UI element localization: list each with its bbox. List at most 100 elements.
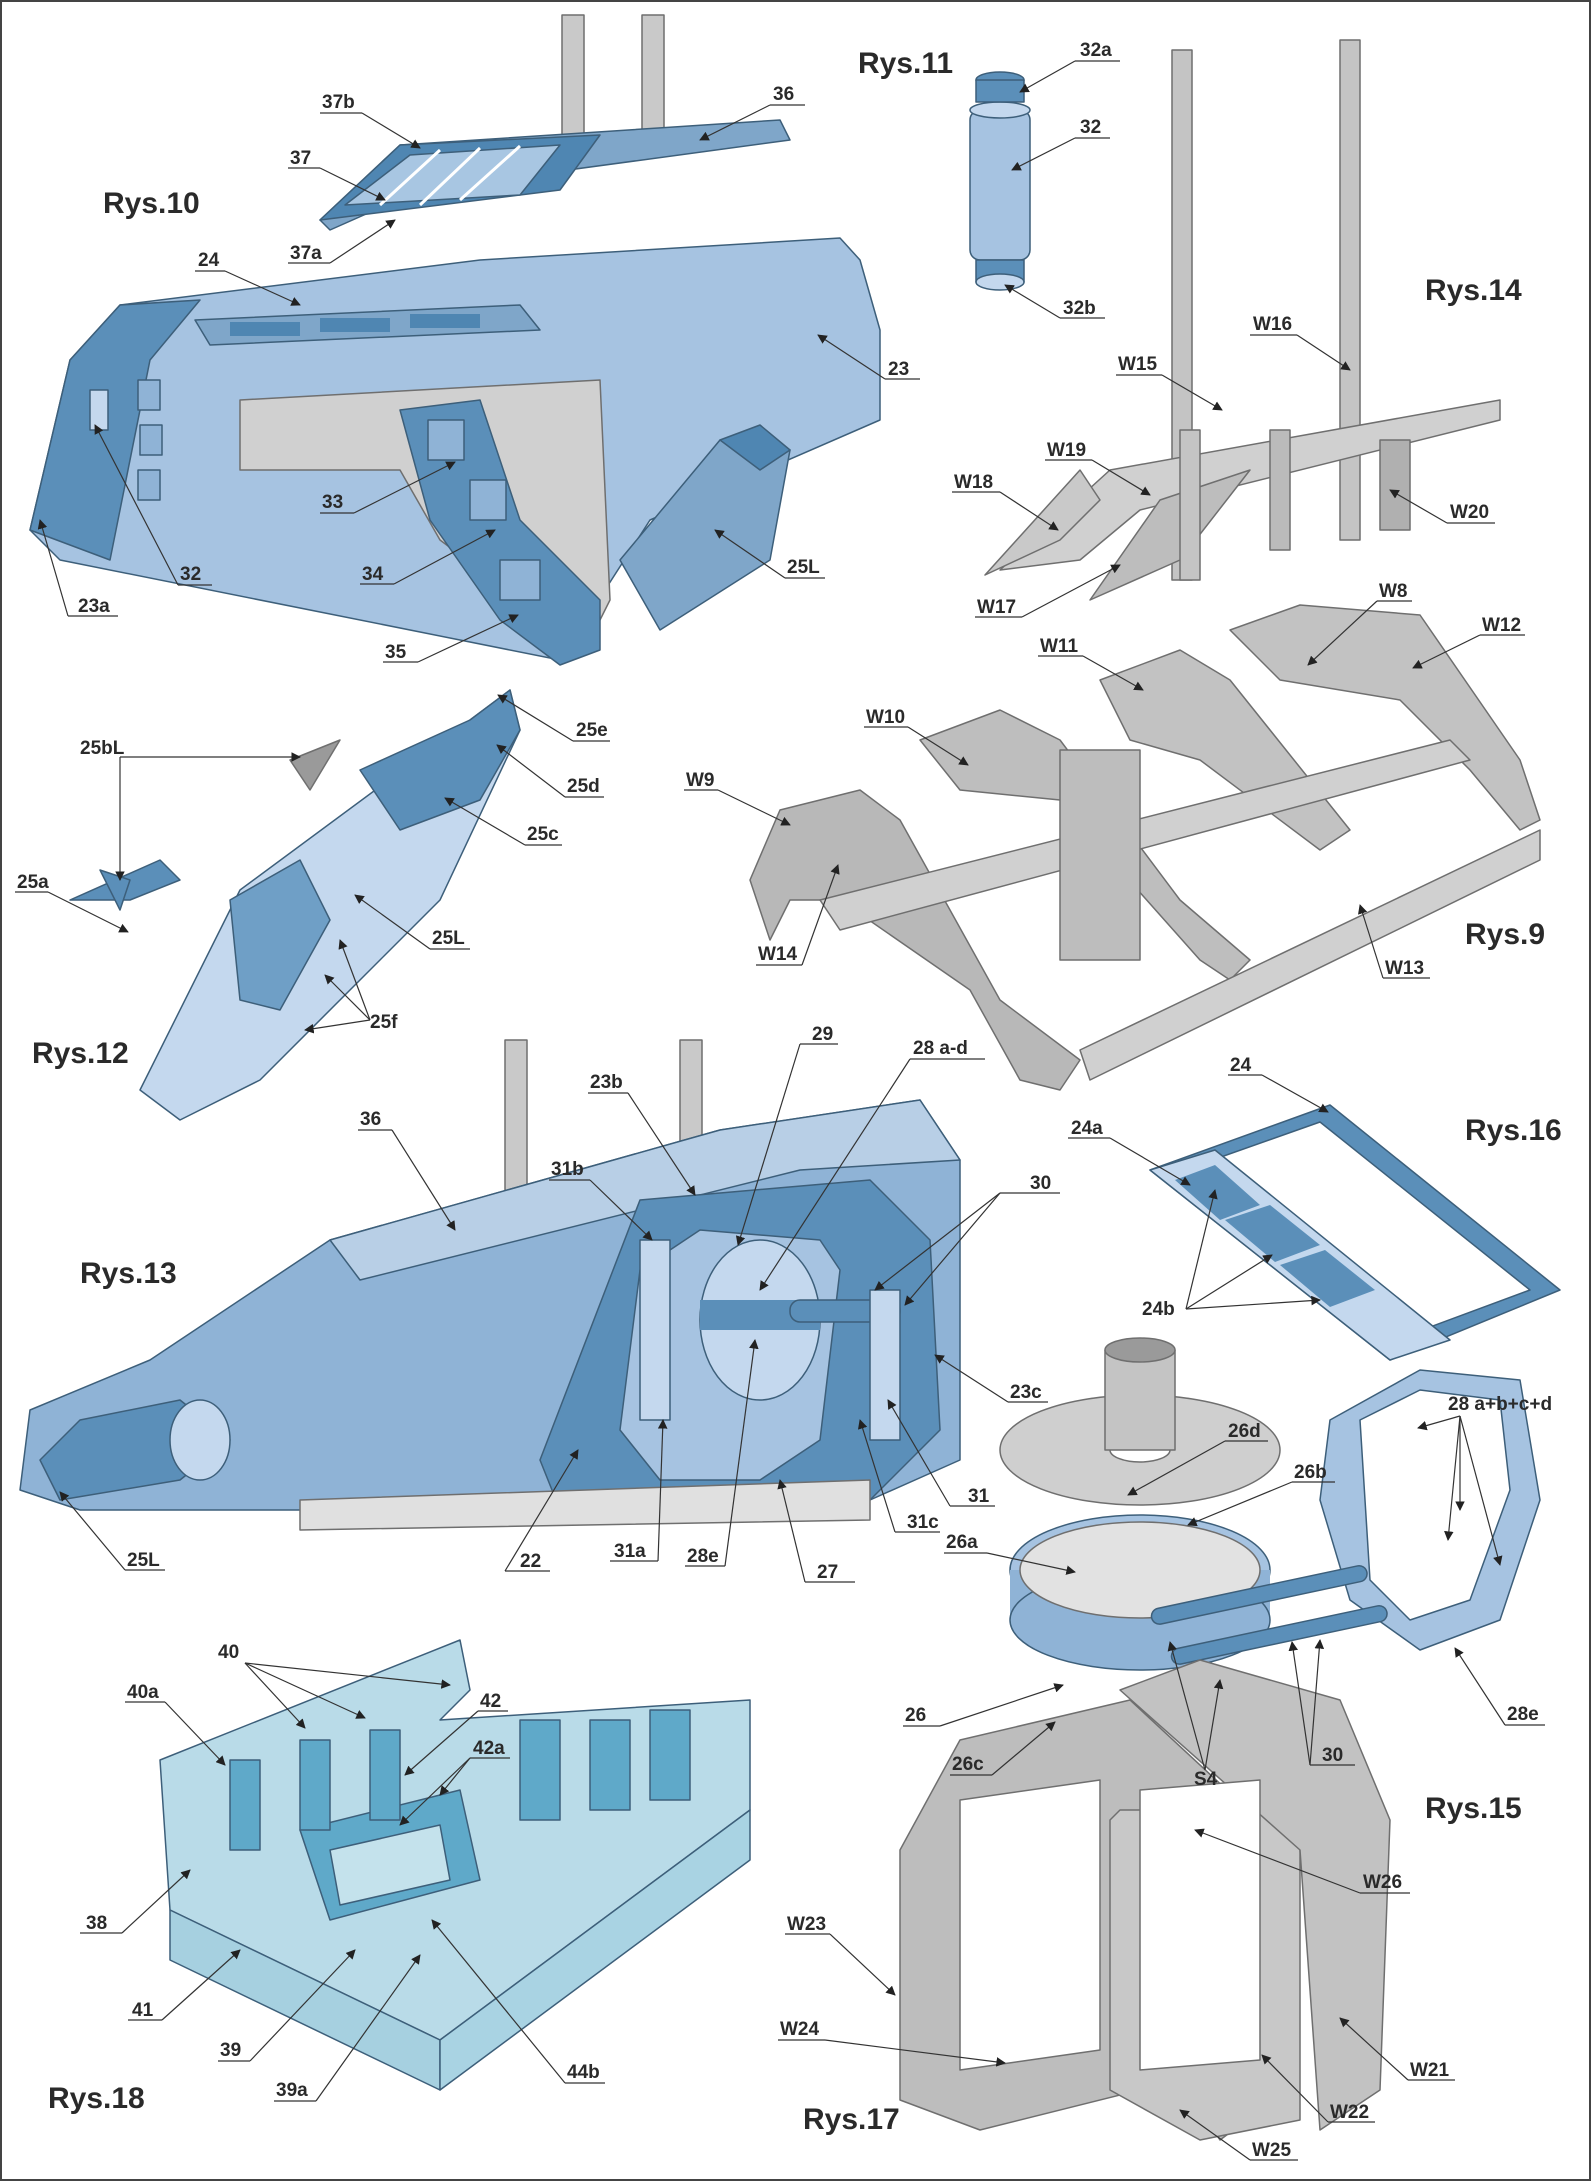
rys16-hatch-frame-drawing [1149,1104,1561,1361]
label-W13: W13 [1385,958,1424,979]
label-32-rys10: 32 [180,564,201,585]
label-25f: 25f [370,1012,398,1033]
figure-title-rys18: Rys.18 [48,2082,145,2115]
rys10-cabin-shell-drawing [29,14,881,666]
label-30-rys13: 30 [1030,1173,1051,1194]
label-W14: W14 [758,944,798,965]
label-W20: W20 [1450,502,1489,523]
label-W10: W10 [866,707,905,728]
label-26b: 26b [1294,1462,1327,1483]
label-W18: W18 [954,472,993,493]
label-25e: 25e [576,720,608,741]
label-31b: 31b [551,1159,584,1180]
label-25L-rys12: 25L [432,928,465,949]
rys13-cabin-side-drawing [19,1039,961,1531]
label-23c: 23c [1010,1382,1042,1403]
label-44b: 44b [567,2062,600,2083]
label-W8: W8 [1379,581,1408,602]
label-W16: W16 [1253,314,1292,335]
label-W15: W15 [1118,354,1158,375]
label-W17: W17 [977,597,1016,618]
label-36-rys10: 36 [773,84,794,105]
label-25L-rys10: 25L [787,557,820,578]
label-37: 37 [290,148,311,169]
label-28e-rys15: 28e [1507,1704,1539,1725]
label-41: 41 [132,2000,154,2021]
figure-title-rys15: Rys.15 [1425,1792,1522,1825]
label-28abcd: 28 a+b+c+d [1448,1394,1552,1415]
rys11-axle-drawing [969,71,1031,291]
label-31c: 31c [907,1512,939,1533]
label-39: 39 [220,2040,241,2061]
label-30-rys15: 30 [1322,1745,1343,1766]
label-22: 22 [520,1551,541,1572]
label-25d: 25d [567,776,600,797]
figure-title-rys12: Rys.12 [32,1037,129,1070]
label-24b: 24b [1142,1299,1175,1320]
label-32b: 32b [1063,298,1096,319]
label-23: 23 [888,359,909,380]
label-25c: 25c [527,824,559,845]
rys9-main-frame-drawing [749,604,1541,1091]
label-34: 34 [362,564,384,585]
label-W19: W19 [1047,440,1086,461]
label-23a: 23a [78,596,110,617]
label-25L-rys13: 25L [127,1550,160,1571]
figure-title-rys14: Rys.14 [1425,274,1522,307]
label-W21: W21 [1410,2060,1450,2081]
rys17-lower-frame-drawing [899,1659,1391,2141]
label-W9: W9 [686,770,715,791]
part-labels: 37b 36 37 37a 24 23 33 34 35 32 23a 25L … [15,40,1552,2161]
figure-title-rys17: Rys.17 [803,2103,900,2136]
label-W11: W11 [1040,636,1078,657]
label-29: 29 [812,1024,833,1045]
label-36-rys13: 36 [360,1109,381,1130]
label-S4: S4 [1194,1769,1218,1790]
label-31: 31 [968,1486,990,1507]
label-26c: 26c [952,1754,984,1775]
label-24a: 24a [1071,1118,1103,1139]
label-31a: 31a [614,1541,646,1562]
rys12-cylinder-drawing [69,689,521,1121]
label-W23: W23 [787,1914,826,1935]
label-24-rys16: 24 [1230,1055,1252,1076]
label-39a: 39a [276,2080,308,2101]
rys14-frame-drawing [984,39,1501,601]
rys18-interior-drawing [159,1639,751,2091]
label-37a: 37a [290,243,322,264]
label-37b: 37b [322,92,355,113]
label-25a: 25a [17,872,49,893]
label-W24: W24 [780,2019,820,2040]
label-26: 26 [905,1705,926,1726]
label-32a: 32a [1080,40,1112,61]
label-28e-rys13: 28e [687,1546,719,1567]
label-W25: W25 [1252,2140,1292,2161]
label-27: 27 [817,1562,838,1583]
label-W12: W12 [1482,615,1521,636]
label-32: 32 [1080,117,1101,138]
label-40a: 40a [127,1682,159,1703]
figure-title-rys10: Rys.10 [103,187,200,220]
rys15-turret-drawing [999,1337,1541,1671]
label-35: 35 [385,642,407,663]
figure-title-rys16: Rys.16 [1465,1114,1562,1147]
label-42a: 42a [473,1738,505,1759]
label-28a-d: 28 a-d [913,1038,968,1059]
label-26d: 26d [1228,1421,1261,1442]
figure-title-rys9: Rys.9 [1465,918,1545,951]
label-25bL: 25bL [80,738,125,759]
label-38: 38 [86,1913,107,1934]
label-26a: 26a [946,1532,978,1553]
label-33: 33 [322,492,343,513]
label-24-rys10: 24 [198,250,220,271]
figure-title-rys11: Rys.11 [858,47,953,80]
label-23b: 23b [590,1072,623,1093]
label-40: 40 [218,1642,239,1663]
figure-title-rys13: Rys.13 [80,1257,177,1290]
figure-titles: Rys.10 Rys.11 Rys.14 Rys.12 Rys.9 Rys.13… [32,47,1562,2136]
label-W26: W26 [1363,1872,1402,1893]
label-42: 42 [480,1691,501,1712]
label-W22: W22 [1330,2102,1369,2123]
